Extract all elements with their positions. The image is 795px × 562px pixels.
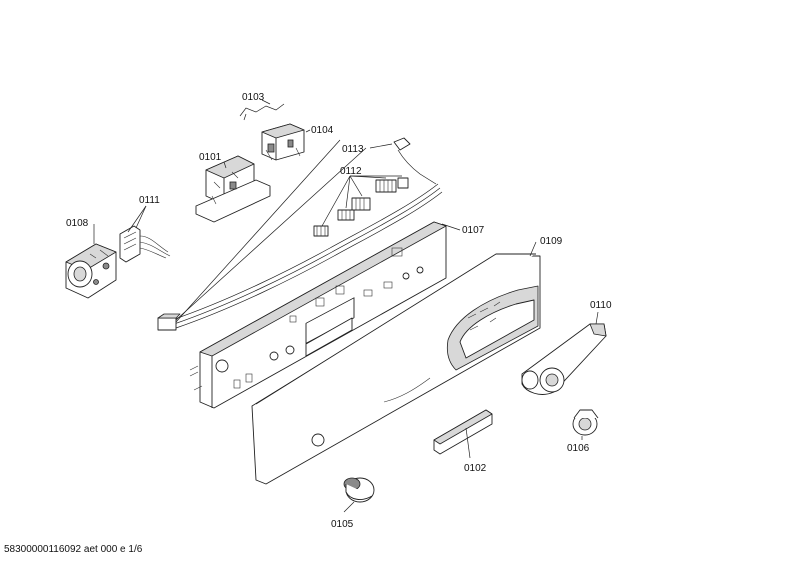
part-0106-knob [572, 409, 599, 436]
connector-1 [313, 225, 329, 237]
part-0107-panel-frame [189, 221, 447, 409]
connector-4 [375, 179, 397, 193]
label-0108: 0108 [66, 218, 89, 229]
label-0102: 0102 [464, 463, 487, 474]
label-0109: 0109 [540, 236, 563, 247]
part-labels: 0103 0104 0101 0113 0112 0111 0108 0107 … [66, 92, 612, 530]
part-0108-motor [65, 243, 117, 299]
part-0104-switch-block [261, 123, 305, 161]
label-0105: 0105 [331, 519, 354, 530]
label-0107: 0107 [462, 225, 485, 236]
label-0113: 0113 [342, 144, 364, 155]
connector-5 [397, 177, 409, 189]
label-0110: 0110 [590, 300, 612, 311]
label-0106: 0106 [567, 443, 590, 454]
part-0105-button [343, 477, 375, 503]
label-0103: 0103 [242, 92, 265, 103]
connector-3 [351, 197, 371, 211]
part-0112-connectors [313, 177, 409, 237]
label-0112: 0112 [340, 166, 362, 177]
leader-lines [93, 99, 599, 513]
part-0113-wiring-harness [157, 137, 443, 331]
part-0103-clip [239, 103, 285, 121]
label-0104: 0104 [311, 125, 334, 136]
part-0110-cover [521, 323, 607, 395]
part-0101-bracket [195, 155, 271, 223]
part-0109-fascia [251, 253, 541, 485]
document-reference: 58300000116092 aet 000 e 1/6 [4, 544, 143, 555]
part-0111-connector [119, 225, 171, 263]
label-0101: 0101 [199, 152, 222, 163]
label-0111: 0111 [139, 195, 160, 206]
part-0102-light-strip [433, 409, 493, 455]
connector-2 [337, 209, 355, 221]
